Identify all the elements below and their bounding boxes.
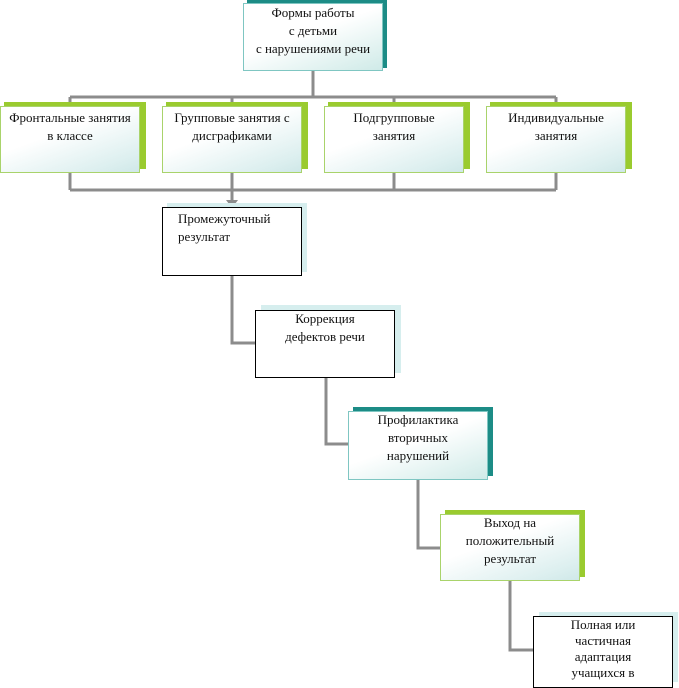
step-node-prevention: Профилактика вторичных нарушений xyxy=(348,407,493,480)
form-node-subgroup: Подгрупповые занятия xyxy=(324,102,470,173)
step-label-intermediate: Промежуточный результат xyxy=(178,211,271,244)
form-node-group: Групповые занятия с дисграфиками xyxy=(162,102,308,173)
step-node-adaptation: Полная или частичная адаптация учащихся … xyxy=(533,612,678,688)
form-label-group: Групповые занятия с дисграфиками xyxy=(174,110,290,143)
form-label-frontal: Фронтальные занятия в классе xyxy=(9,110,131,143)
root-label: Формы работы с детьми с нарушениями речи xyxy=(255,5,371,56)
step-label-adaptation: Полная или частичная адаптация учащихся … xyxy=(570,617,636,680)
form-label-individual: Индивидуальные занятия xyxy=(508,110,604,143)
step-node-positive-result: Выход на положительный результат xyxy=(440,510,585,581)
root-node: Формы работы с детьми с нарушениями речи xyxy=(243,0,387,71)
form-node-individual: Индивидуальные занятия xyxy=(486,102,632,173)
step-node-correction: Коррекция дефектов речи xyxy=(255,305,401,378)
form-node-frontal: Фронтальные занятия в классе xyxy=(0,102,146,173)
form-label-subgroup: Подгрупповые занятия xyxy=(353,110,435,143)
step-node-intermediate: Промежуточный результат xyxy=(162,203,307,276)
step-label-prevention: Профилактика вторичных нарушений xyxy=(377,412,459,463)
step-label-positive-result: Выход на положительный результат xyxy=(465,515,555,566)
step-label-correction: Коррекция дефектов речи xyxy=(285,311,365,344)
